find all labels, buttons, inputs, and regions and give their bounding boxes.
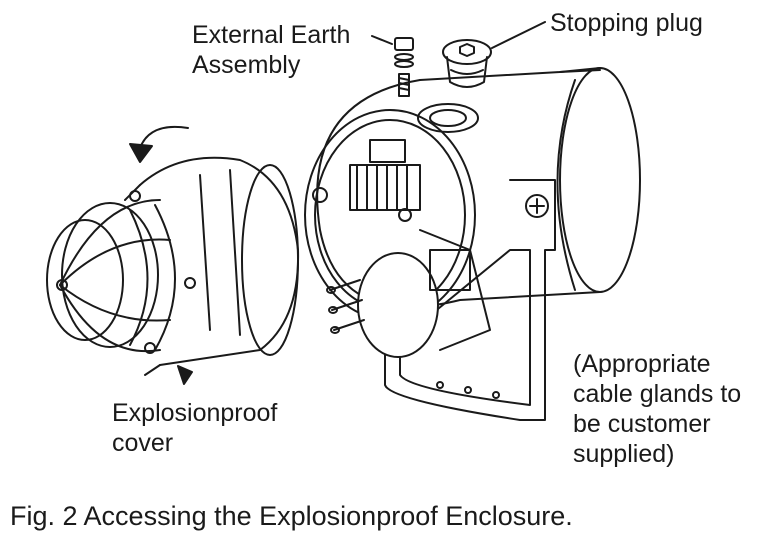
earth-leader-line — [371, 35, 393, 45]
stopping-plug — [442, 39, 492, 88]
figure-caption: Fig. 2 Accessing the Explosionproof Encl… — [10, 501, 573, 531]
cable-glands-note-line3: be customer — [573, 410, 711, 438]
rotation-arrow — [129, 126, 189, 163]
explosionproof-cover — [46, 156, 300, 385]
cable-glands-note-line2: cable glands to — [573, 380, 742, 408]
explosionproof-cover-label-line1: Explosionproof — [112, 399, 278, 427]
circuit-board — [326, 229, 491, 358]
cable-glands-note-line1: (Appropriate — [573, 350, 711, 378]
explosionproof-cover-label-line2: cover — [112, 429, 174, 457]
cable-glands-note-line4: supplied) — [573, 440, 675, 468]
external-earth-assembly — [394, 37, 414, 97]
external-earth-label-line1: External Earth — [192, 21, 351, 49]
external-earth-label-line2: Assembly — [192, 51, 301, 79]
mounting-bracket — [384, 179, 556, 421]
enclosure-body — [304, 67, 641, 321]
stopping-plug-label: Stopping plug — [550, 9, 703, 37]
plug-leader-line — [491, 21, 546, 49]
terminal-block — [312, 139, 421, 222]
